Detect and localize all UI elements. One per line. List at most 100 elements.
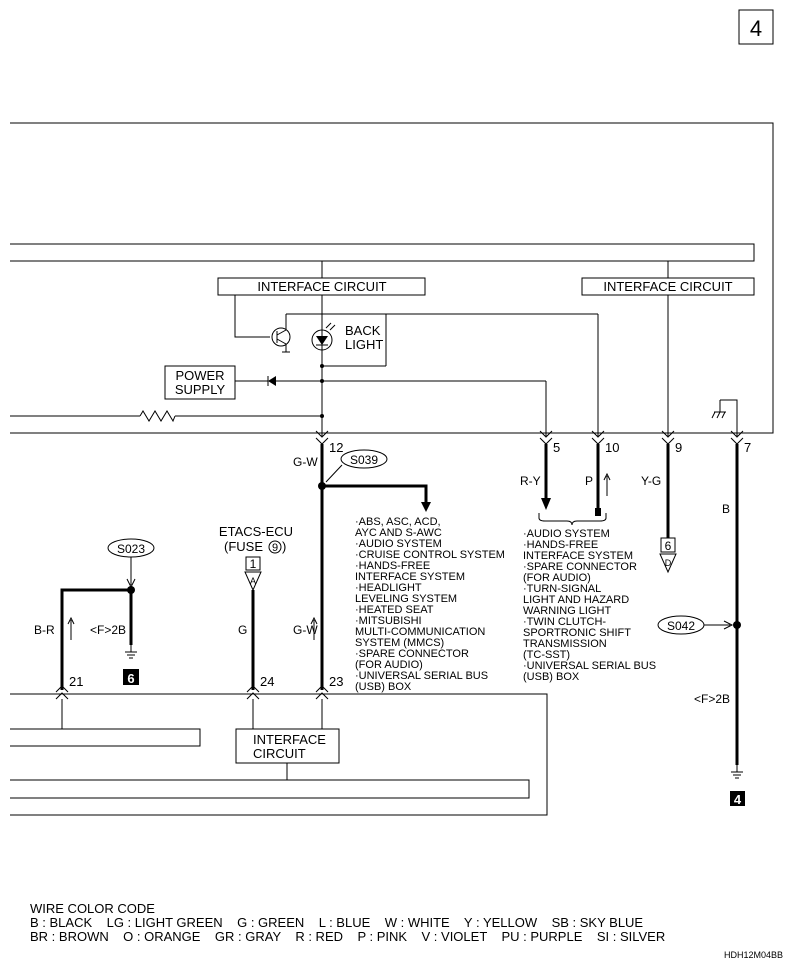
svg-text:BR : BROWN O : ORANGE GR: BR : BROWN O : ORANGE GR : GRAY R : RED … — [30, 929, 665, 944]
wire-color-b-r: B-R — [34, 623, 55, 637]
svg-text:6: 6 — [127, 671, 134, 686]
splice-s039-label: S039 — [350, 453, 378, 467]
svg-text:(USB) BOX: (USB) BOX — [355, 681, 412, 693]
svg-text:LEVELING SYSTEM: LEVELING SYSTEM — [355, 593, 457, 605]
led-diode-icon — [316, 336, 328, 345]
svg-text:B : BLACK LG : LIGHT GREEN: B : BLACK LG : LIGHT GREEN G : GREEN L :… — [30, 915, 643, 930]
power-supply-label-1: POWER — [175, 368, 224, 383]
page-number-box — [738, 9, 774, 45]
ecu-outline — [10, 122, 774, 434]
ground-badge-4 — [730, 791, 745, 806]
svg-text:·AUDIO SYSTEM: ·AUDIO SYSTEM — [355, 538, 442, 550]
diode-icon — [268, 376, 276, 386]
page-number: 4 — [750, 16, 762, 41]
svg-text:·HEADLIGHT: ·HEADLIGHT — [355, 582, 422, 594]
etacs-ecu-label: ETACS-ECU — [219, 524, 293, 539]
interface-circuit-label-2: INTERFACE CIRCUIT — [603, 279, 732, 294]
pin-23: 23 — [329, 674, 343, 689]
interface-circuit-label-3a: INTERFACE — [253, 732, 326, 747]
svg-text:INTERFACE SYSTEM: INTERFACE SYSTEM — [355, 571, 465, 583]
svg-text:·TWIN CLUTCH-: ·TWIN CLUTCH- — [523, 616, 606, 628]
connector-1-box — [245, 556, 261, 571]
svg-text:(FOR AUDIO): (FOR AUDIO) — [523, 572, 591, 584]
system-list-2: ·AUDIO SYSTEM ·HANDS-FREE INTERFACE SYST… — [523, 528, 656, 683]
svg-text:·HEATED SEAT: ·HEATED SEAT — [355, 604, 434, 616]
svg-text:·ABS, ASC, ACD,: ·ABS, ASC, ACD, — [355, 516, 441, 528]
wire-b-r — [60, 588, 133, 690]
ground-code-left: <F>2B — [90, 623, 126, 637]
power-supply-label-2: SUPPLY — [175, 382, 226, 397]
interface-circuit-label-1: INTERFACE CIRCUIT — [257, 279, 386, 294]
back-light-label-1: BACK — [345, 323, 381, 338]
svg-text:LIGHT AND HAZARD: LIGHT AND HAZARD — [523, 594, 629, 606]
pin-10: 10 — [605, 440, 619, 455]
svg-text:·HANDS-FREE: ·HANDS-FREE — [523, 539, 598, 551]
ground-icon-left — [125, 645, 137, 659]
svg-text:AYC AND S-AWC: AYC AND S-AWC — [355, 527, 442, 539]
pin-markers-bottom — [55, 685, 329, 700]
splice-s042-label: S042 — [667, 619, 695, 633]
connector-a-triangle — [244, 571, 262, 592]
pin-7: 7 — [744, 440, 751, 455]
etacs-fuse-suffix: ) — [282, 539, 286, 554]
svg-text:·TURN-SIGNAL: ·TURN-SIGNAL — [523, 583, 601, 595]
ground-badge-6 — [123, 669, 139, 685]
wire-color-b: B — [722, 502, 730, 516]
splice-s023-label: S023 — [117, 542, 145, 556]
wire-color-r-y: R-Y — [520, 474, 541, 488]
svg-text:INTERFACE SYSTEM: INTERFACE SYSTEM — [523, 550, 633, 562]
svg-text:·AUDIO SYSTEM: ·AUDIO SYSTEM — [523, 528, 610, 540]
svg-text:SPORTRONIC SHIFT: SPORTRONIC SHIFT — [523, 627, 631, 639]
wire-color-code-legend: WIRE COLOR CODE B : BLACK LG : LIGHT GRE… — [30, 901, 665, 944]
svg-text:(FOR AUDIO): (FOR AUDIO) — [355, 659, 423, 671]
power-supply-box — [164, 365, 236, 400]
figure-code: HDH12M04BB — [724, 950, 783, 960]
fuse-number-circle — [268, 540, 282, 554]
svg-text:·UNIVERSAL SERIAL BUS: ·UNIVERSAL SERIAL BUS — [355, 670, 488, 682]
svg-text:MULTI-COMMUNICATION: MULTI-COMMUNICATION — [355, 626, 485, 638]
svg-text:A: A — [250, 576, 256, 586]
wire-color-p: P — [585, 474, 593, 488]
svg-text:1: 1 — [250, 557, 257, 571]
svg-text:(USB) BOX: (USB) BOX — [523, 671, 580, 683]
splice-s039 — [340, 449, 388, 469]
etacs-fuse-prefix: (FUSE — [224, 539, 263, 554]
pin-24: 24 — [260, 674, 274, 689]
pin-12: 12 — [329, 440, 343, 455]
svg-text:WARNING LIGHT: WARNING LIGHT — [523, 605, 611, 617]
pin-21: 21 — [69, 674, 83, 689]
svg-text:·SPARE CONNECTOR: ·SPARE CONNECTOR — [523, 561, 637, 573]
svg-text:·MITSUBISHI: ·MITSUBISHI — [355, 615, 422, 627]
lower-ecu-outline — [10, 693, 548, 816]
ground-code-right: <F>2B — [694, 692, 730, 706]
ground-icon-right — [731, 765, 743, 779]
svg-text:(TC-SST): (TC-SST) — [523, 649, 570, 661]
system-list-1: ·ABS, ASC, ACD, AYC AND S-AWC ·AUDIO SYS… — [355, 516, 505, 693]
interface-circuit-box-3 — [235, 728, 340, 764]
transistor-icon — [271, 327, 291, 347]
svg-text:SYSTEM (MMCS): SYSTEM (MMCS) — [355, 637, 444, 649]
svg-text:·HANDS-FREE: ·HANDS-FREE — [355, 560, 430, 572]
interface-circuit-label-3b: CIRCUIT — [253, 746, 306, 761]
internal-bus — [10, 243, 755, 262]
wire-color-g-w-bottom: G-W — [293, 623, 318, 637]
svg-text:·UNIVERSAL SERIAL BUS: ·UNIVERSAL SERIAL BUS — [523, 660, 656, 672]
etacs-fuse-number: 9 — [272, 542, 278, 554]
svg-text:WIRE COLOR CODE: WIRE COLOR CODE — [30, 901, 155, 916]
svg-text:·SPARE CONNECTOR: ·SPARE CONNECTOR — [355, 648, 469, 660]
svg-text:4: 4 — [734, 792, 742, 807]
connector-6-box — [660, 537, 676, 553]
splice-s042-dot — [733, 621, 741, 629]
led-icon — [311, 329, 333, 351]
pin-5: 5 — [553, 440, 560, 455]
brace — [538, 513, 607, 526]
connector-6-triangle — [659, 553, 677, 574]
back-light-label-2: LIGHT — [345, 337, 383, 352]
wire-color-g-w-top: G-W — [293, 455, 318, 469]
arrow-list-1 — [421, 502, 431, 512]
svg-text:TRANSMISSION: TRANSMISSION — [523, 638, 607, 650]
wire-color-g: G — [238, 623, 247, 637]
pin-9: 9 — [675, 440, 682, 455]
wire-color-y-g: Y-G — [641, 474, 661, 488]
